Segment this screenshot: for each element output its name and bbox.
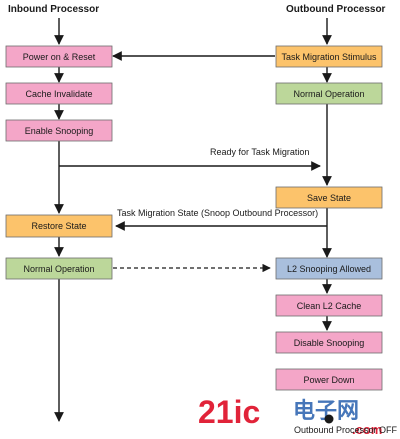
l2-snooping-allowed-label: L2 Snooping Allowed: [287, 264, 371, 274]
task-migration-state-label: Task Migration State (Snoop Outbound Pro…: [117, 208, 318, 218]
outbound-normal-operation-label: Normal Operation: [293, 89, 364, 99]
disable-snooping-label: Disable Snooping: [294, 338, 365, 348]
enable-snooping-label: Enable Snooping: [25, 126, 94, 136]
step-cache-invalidate: Cache Invalidate: [5, 82, 113, 105]
step-power-down: Power Down: [275, 368, 383, 391]
save-state-label: Save State: [307, 193, 351, 203]
power-on-reset-label: Power on & Reset: [23, 52, 96, 62]
inbound-normal-operation-label: Normal Operation: [23, 264, 94, 274]
inbound-processor-heading: Inbound Processor: [8, 4, 99, 15]
step-l2-snooping-allowed: L2 Snooping Allowed: [275, 257, 383, 280]
ready-for-task-migration-label: Ready for Task Migration: [210, 147, 309, 157]
outbound-end-dot: [324, 414, 334, 424]
step-clean-l2-cache: Clean L2 Cache: [275, 294, 383, 317]
step-outbound-normal-operation: Normal Operation: [275, 82, 383, 105]
restore-state-label: Restore State: [31, 221, 86, 231]
outbound-processor-off-label: Outbound Processor OFF: [294, 425, 398, 435]
power-down-label: Power Down: [303, 375, 354, 385]
task-migration-stimulus-label: Task Migration Stimulus: [281, 52, 377, 62]
step-disable-snooping: Disable Snooping: [275, 331, 383, 354]
step-enable-snooping: Enable Snooping: [5, 119, 113, 142]
clean-l2-cache-label: Clean L2 Cache: [297, 301, 362, 311]
step-task-migration-stimulus: Task Migration Stimulus: [275, 45, 383, 68]
step-inbound-normal-operation: Normal Operation: [5, 257, 113, 280]
step-power-on-reset: Power on & Reset: [5, 45, 113, 68]
step-restore-state: Restore State: [5, 214, 113, 238]
step-save-state: Save State: [275, 186, 383, 209]
outbound-processor-heading: Outbound Processor: [286, 4, 386, 15]
cache-invalidate-label: Cache Invalidate: [25, 89, 92, 99]
watermark-site: .com: [352, 422, 382, 437]
watermark-brand: 21ic: [198, 394, 260, 430]
